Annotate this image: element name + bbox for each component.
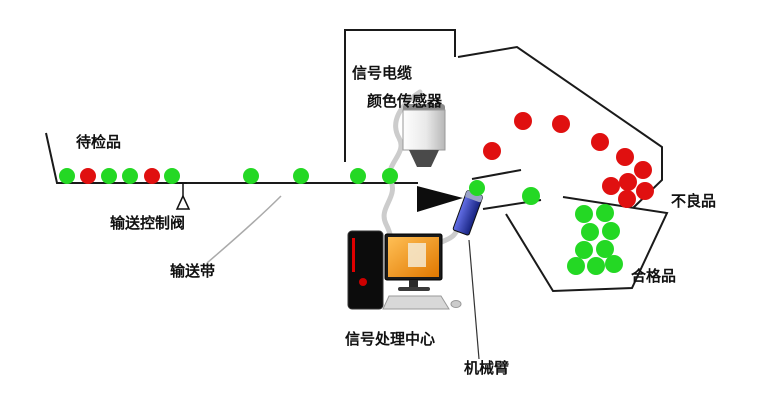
label-pending-items: 待检品 xyxy=(76,133,121,151)
belt-item-ball xyxy=(382,168,398,184)
passage-upper-wall xyxy=(471,169,522,180)
qualified-bin-outline xyxy=(505,196,669,293)
defective-item-ball xyxy=(591,133,609,151)
belt-item-ball xyxy=(80,168,96,184)
defective-item-ball xyxy=(552,115,570,133)
belt-item-ball xyxy=(59,168,75,184)
pc-tower xyxy=(347,230,384,310)
qualified-item-ball xyxy=(587,257,605,275)
belt-item-ball xyxy=(469,180,485,196)
keyboard xyxy=(382,295,450,310)
belt-item-ball xyxy=(101,168,117,184)
defective-item-ball xyxy=(616,148,634,166)
defective-item-ball xyxy=(619,173,637,191)
qualified-item-ball xyxy=(522,187,540,205)
qualified-item-ball xyxy=(605,255,623,273)
qualified-item-ball xyxy=(602,222,620,240)
valve-triangle xyxy=(175,194,191,210)
pc-tower-led xyxy=(359,278,367,286)
belt-item-ball xyxy=(122,168,138,184)
qualified-item-ball xyxy=(575,205,593,223)
qualified-item-ball xyxy=(575,241,593,259)
defective-item-ball xyxy=(618,190,636,208)
mouse xyxy=(450,300,462,308)
label-conveyor-belt: 输送带 xyxy=(170,262,215,280)
defective-item-ball xyxy=(514,112,532,130)
belt-item-ball xyxy=(243,168,259,184)
monitor-stand-neck xyxy=(409,280,418,287)
label-signal-cable: 信号电缆 xyxy=(352,64,412,82)
qualified-item-ball xyxy=(596,240,614,258)
valve-stem xyxy=(179,182,187,196)
inspection-chamber-outline xyxy=(344,29,456,162)
sensor-lens-cone xyxy=(409,150,439,167)
defective-item-ball xyxy=(483,142,501,160)
pc-tower-led-strip xyxy=(352,238,355,272)
monitor-stand-base xyxy=(398,287,430,291)
belt-item-ball xyxy=(164,168,180,184)
item-balls-layer xyxy=(59,112,654,275)
label-robot-arm: 机械臂 xyxy=(464,359,509,377)
belt-item-ball xyxy=(350,168,366,184)
defective-item-ball xyxy=(634,161,652,179)
conveyor-valve-symbol xyxy=(175,182,191,210)
defective-item-ball xyxy=(602,177,620,195)
label-qualified: 合格品 xyxy=(630,267,676,285)
arm-cap xyxy=(465,190,483,203)
arm-pointer-line xyxy=(468,239,480,360)
label-defective: 不良品 xyxy=(671,192,716,210)
diverter-gate xyxy=(417,186,463,212)
color-sensor xyxy=(402,104,446,167)
sensor-body xyxy=(402,109,446,151)
belt-pointer-line xyxy=(206,195,282,264)
label-color-sensor: 颜色传感器 xyxy=(367,92,443,110)
label-processing-center: 信号处理中心 xyxy=(345,330,435,348)
qualified-item-ball xyxy=(567,257,585,275)
defective-item-ball xyxy=(636,182,654,200)
processing-computer xyxy=(347,230,462,310)
belt-item-ball xyxy=(144,168,160,184)
monitor-screen-window xyxy=(408,243,426,267)
robot-arm xyxy=(452,190,483,236)
label-conveyor-valve: 输送控制阀 xyxy=(110,214,185,232)
qualified-item-ball xyxy=(581,223,599,241)
belt-item-ball xyxy=(293,168,309,184)
qualified-item-ball xyxy=(596,204,614,222)
